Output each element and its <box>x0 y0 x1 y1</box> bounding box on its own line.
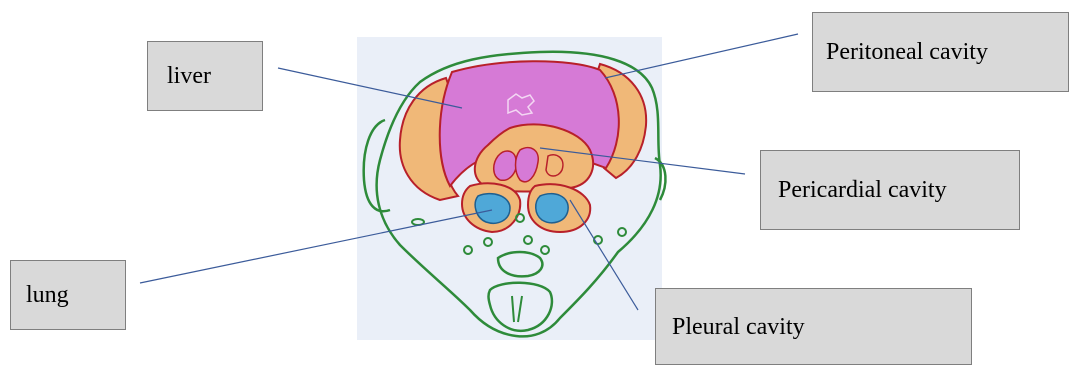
label-pleural-cavity-text: Pleural cavity <box>672 315 805 339</box>
label-pleural-cavity: Pleural cavity <box>655 288 972 365</box>
label-peritoneal-cavity: Peritoneal cavity <box>812 12 1069 92</box>
label-liver: liver <box>147 41 263 111</box>
label-lung: lung <box>10 260 126 330</box>
label-pericardial-cavity: Pericardial cavity <box>760 150 1020 230</box>
lung-right <box>536 194 568 223</box>
lung-left <box>475 194 510 224</box>
label-lung-text: lung <box>26 283 69 307</box>
heart-outflow <box>546 155 563 176</box>
label-liver-text: liver <box>167 64 211 88</box>
label-peritoneal-cavity-text: Peritoneal cavity <box>826 40 988 64</box>
label-pericardial-cavity-text: Pericardial cavity <box>778 178 947 202</box>
